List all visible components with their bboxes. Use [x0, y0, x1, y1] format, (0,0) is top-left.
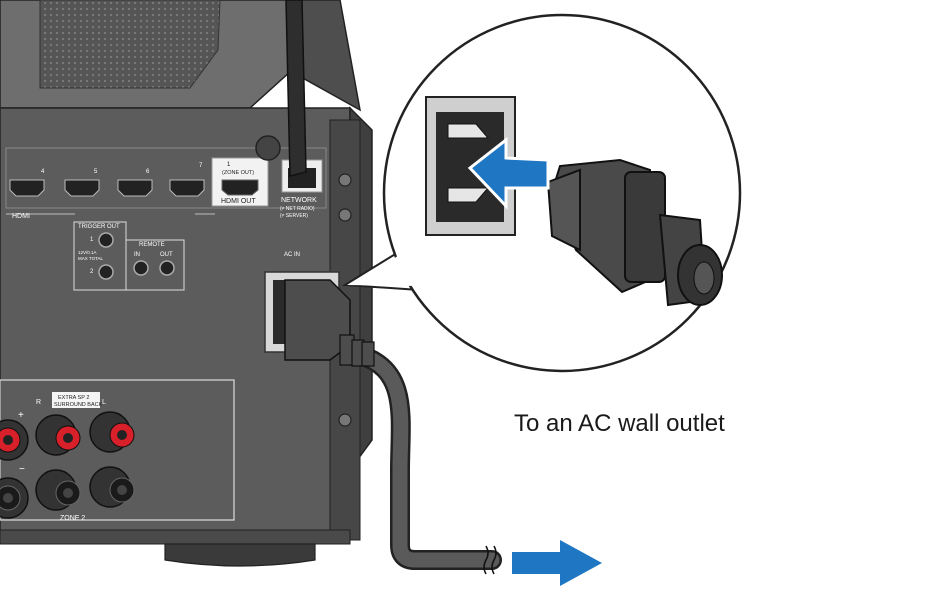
network-label: NETWORK	[281, 197, 317, 204]
hdmi-out-label: HDMI OUT	[221, 198, 256, 205]
outlet-direction-arrow	[512, 540, 602, 586]
speaker-minus-label: −	[19, 464, 25, 475]
antenna-base	[255, 135, 281, 161]
panel-screws	[338, 173, 352, 427]
speaker-plus-label: +	[18, 410, 24, 421]
network-sub1-label: (≠ NET RADIO)	[280, 206, 315, 212]
speaker-terminals-red	[0, 411, 135, 461]
top-vent	[39, 0, 221, 89]
extra-sp-label: EXTRA SP 2	[58, 395, 89, 401]
surround-back-label: SURROUND BACK	[54, 402, 103, 408]
remote-out-jack	[159, 260, 175, 276]
remote-label: REMOTE	[139, 242, 165, 248]
trigger-1-label: 1	[90, 237, 94, 243]
hdmi-number-6: 6	[146, 169, 150, 175]
hdmi-ports	[9, 179, 205, 197]
hdmi-group-label: HDMI	[12, 213, 30, 220]
receiver-foot	[164, 543, 316, 567]
power-cable	[350, 345, 502, 570]
trigger-spec1-label: 12V/0.1A	[78, 250, 97, 255]
trigger-2-label: 2	[90, 269, 94, 275]
speaker-l-label: L	[102, 399, 106, 406]
power-plug	[284, 279, 375, 367]
remote-out-label: OUT	[160, 252, 173, 258]
insert-direction-arrow	[467, 136, 550, 210]
ac-in-label: AC IN	[284, 252, 300, 258]
remote-in-jack	[133, 260, 149, 276]
remote-box	[125, 239, 185, 291]
hdmi-number-4: 4	[41, 169, 45, 175]
zone2-label: ZONE 2	[60, 515, 85, 522]
network-sub2-label: (≠ SERVER)	[280, 213, 308, 219]
zoomed-power-plug	[546, 158, 723, 307]
cable-break-mark	[483, 545, 497, 575]
hdmi-number-7: 7	[199, 163, 203, 169]
speaker-terminal-box	[0, 379, 235, 521]
speaker-r-label: R	[36, 399, 41, 406]
trigger-jack-2	[98, 264, 114, 280]
trigger-out-label: TRIGGER OUT	[78, 224, 120, 230]
remote-in-label: IN	[134, 252, 140, 258]
hdmi-number-5: 5	[94, 169, 98, 175]
hdmi-out-number: 1	[227, 162, 231, 168]
zone-out-label: (ZONE OUT)	[222, 170, 254, 176]
wall-outlet-caption: To an AC wall outlet	[514, 410, 725, 437]
trigger-jack-1	[98, 232, 114, 248]
trigger-spec2-label: MAX TOTAL	[78, 256, 104, 261]
speaker-terminals-black	[0, 466, 135, 519]
antenna	[285, 0, 307, 177]
